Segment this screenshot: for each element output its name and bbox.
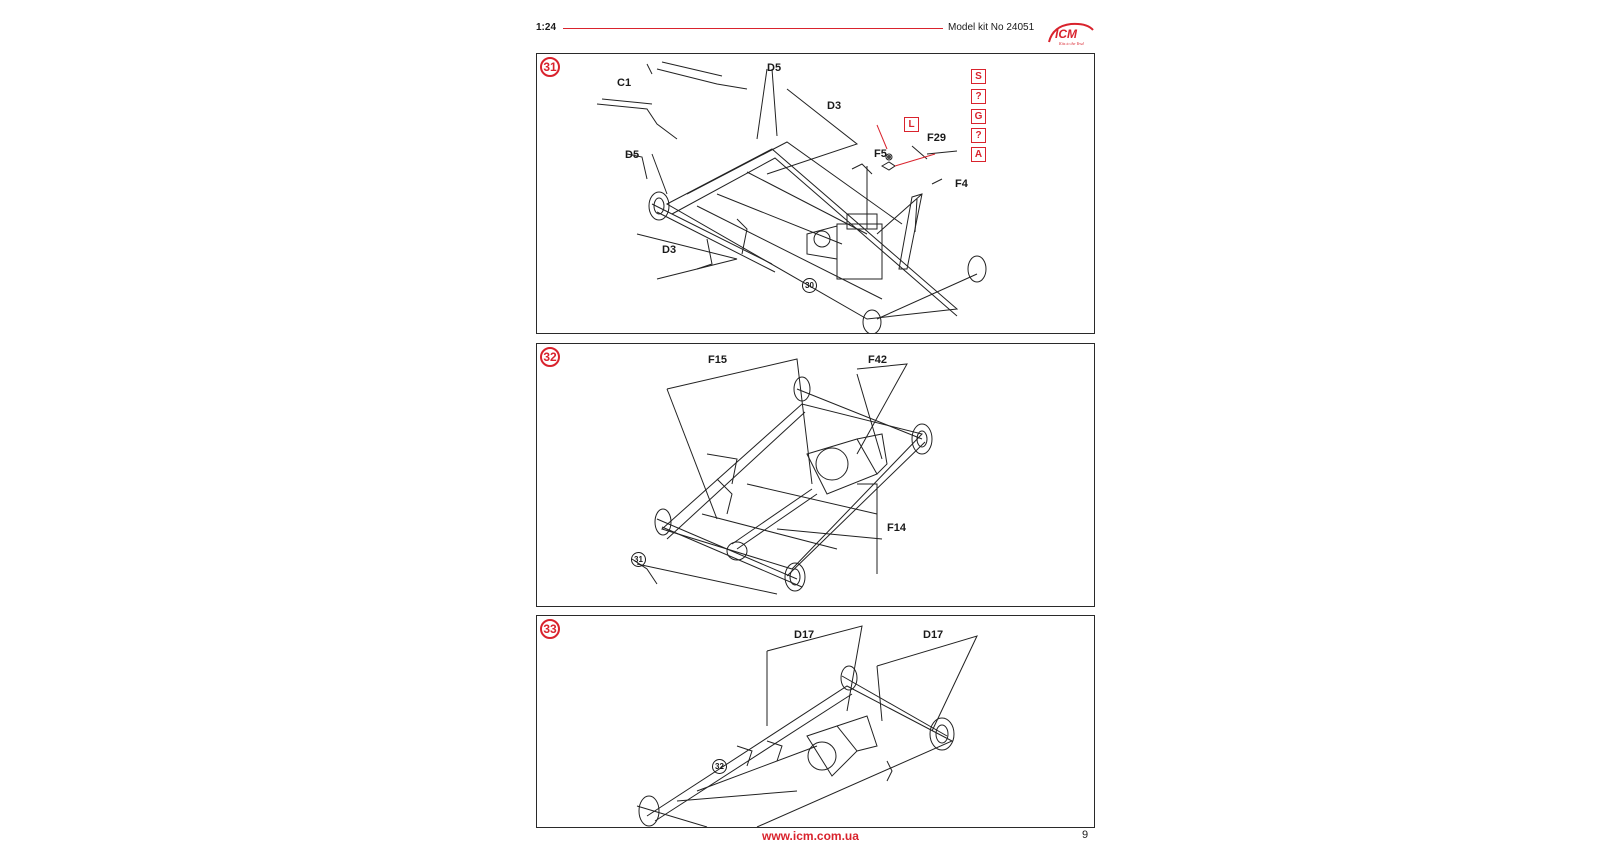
part-label-d5-top: D5 [767,62,782,74]
step-number: 31 [540,57,560,77]
chassis-drawing-33 [636,625,978,827]
chassis-drawing-32 [631,358,933,595]
part-label-f29: F29 [927,132,946,144]
part-label-f4: F4 [955,178,968,190]
part-label-c1: C1 [617,77,632,89]
part-label-d17-left: D17 [794,629,815,641]
part-label-d3-bottom: D3 [662,244,677,256]
kit-number: Model kit No 24051 [948,22,1035,33]
step-number: 32 [540,347,560,367]
step-number: 33 [540,619,560,639]
scale-label: 1:24 [536,22,557,33]
paint-code-a: A [971,147,986,162]
part-label-f5: F5 [874,148,887,160]
page-number: 9 [1082,829,1089,841]
paint-code-l: L [904,117,919,132]
step-31-panel: 31 [536,53,1095,334]
part-label-d5-left: D5 [625,149,640,161]
part-label-f15: F15 [708,354,727,366]
chassis-drawing-31 [596,61,987,333]
step-33-panel: 33 [536,615,1095,828]
step-reference-31: 31 [631,552,646,567]
svg-text:Kits to the Yesd: Kits to the Yesd [1058,41,1085,46]
website-url[interactable]: www.icm.com.ua [762,829,859,843]
part-label-d3-top: D3 [827,100,842,112]
paint-code-s: S [971,69,986,84]
paint-code-unknown-2: ? [971,128,986,143]
part-label-d17-right: D17 [923,629,944,641]
icm-logo: ICM Kits to the Yesd [1047,20,1095,48]
step-32-panel: 32 [536,343,1095,607]
svg-text:ICM: ICM [1055,27,1078,41]
part-label-f14: F14 [887,522,906,534]
step-reference-30: 30 [802,278,817,293]
part-label-f42: F42 [868,354,887,366]
paint-code-unknown-1: ? [971,89,986,104]
header-rule [563,28,943,29]
step-reference-32: 32 [712,759,727,774]
paint-code-g: G [971,109,986,124]
